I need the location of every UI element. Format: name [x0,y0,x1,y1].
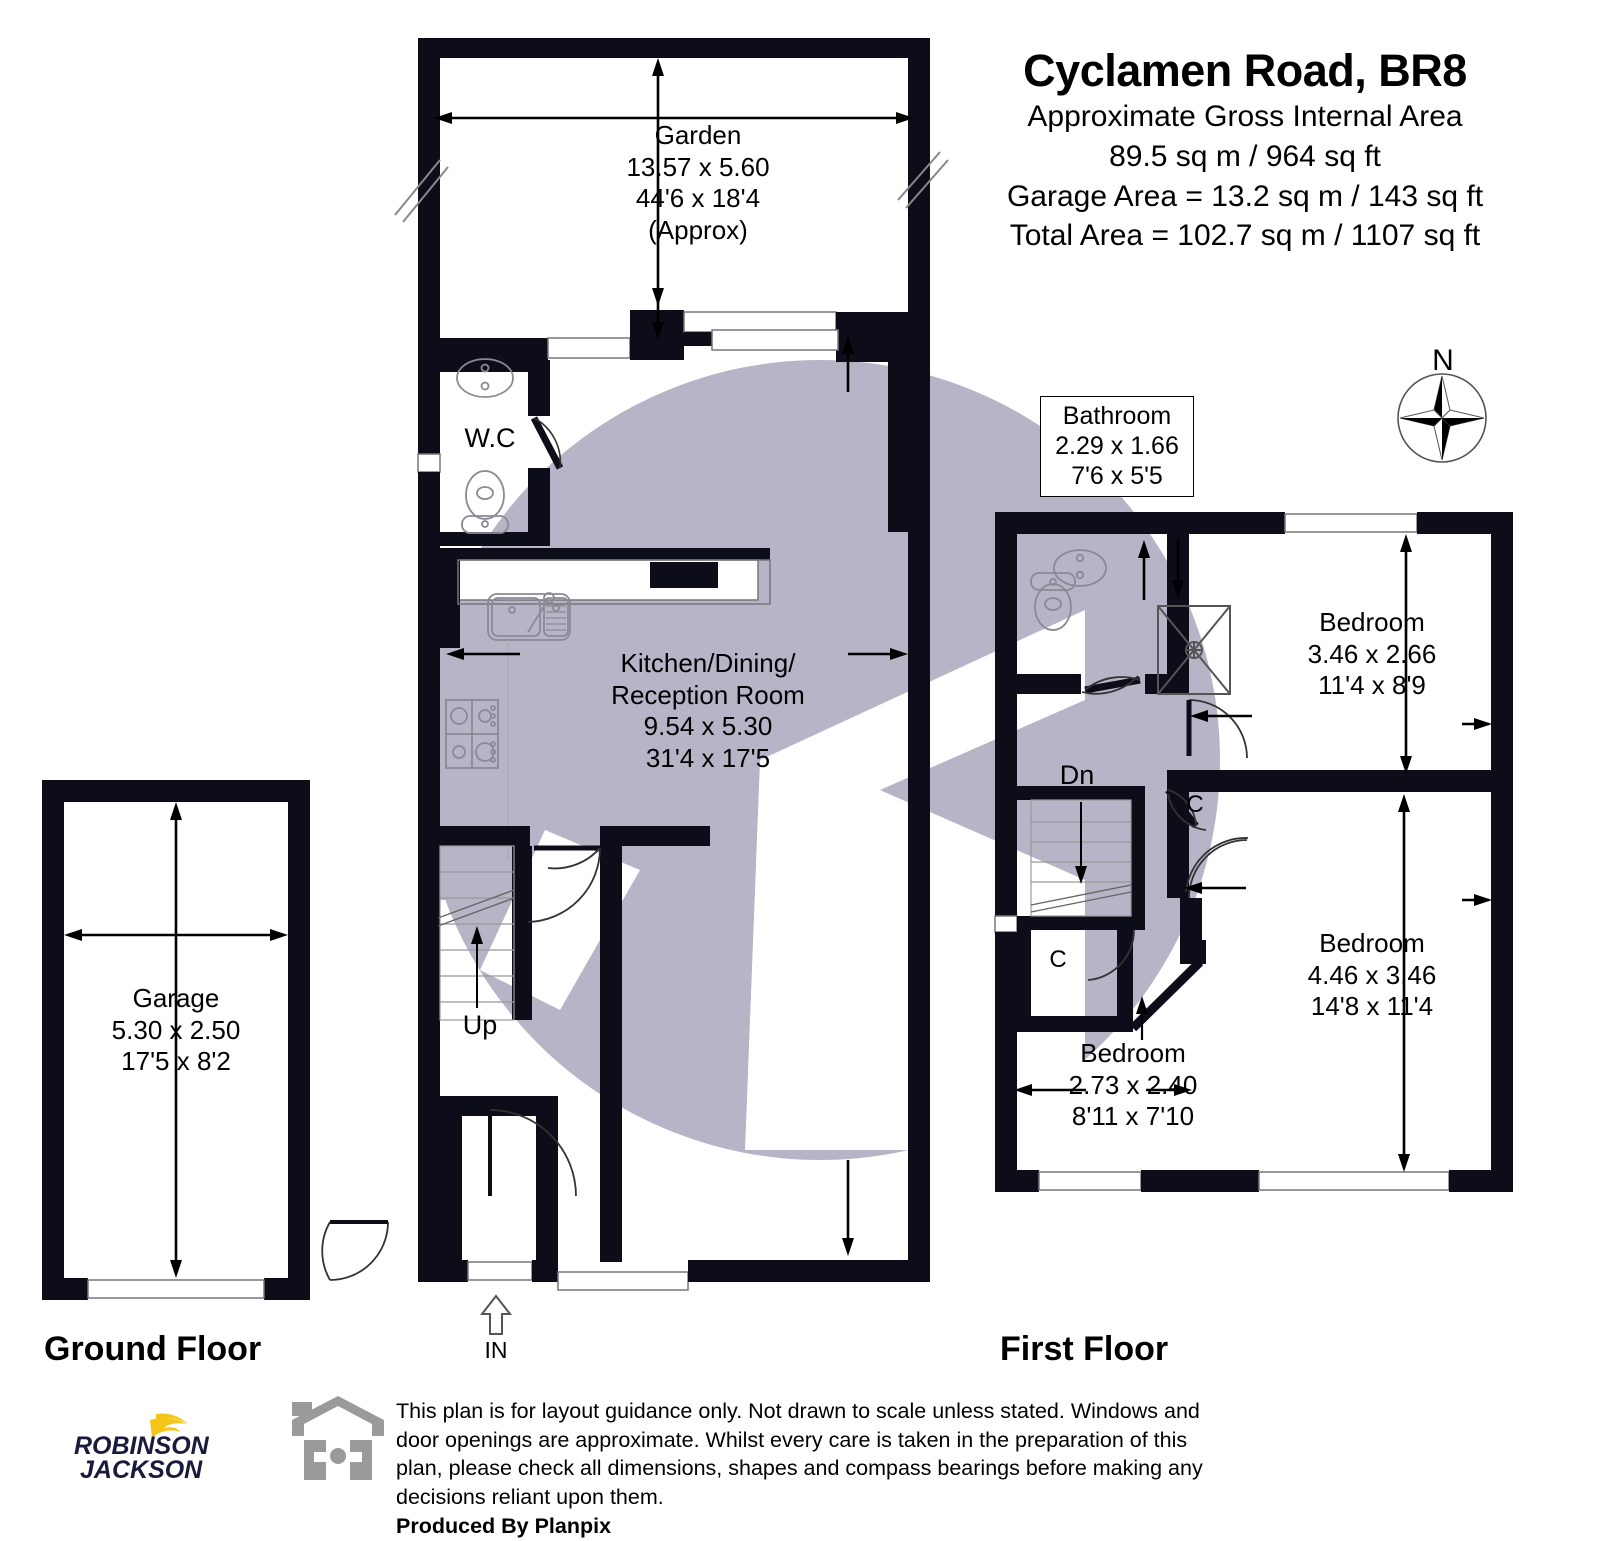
title-block: Cyclamen Road, BR8 Approximate Gross Int… [925,45,1565,256]
wc-room [440,358,564,546]
producer-text: Produced By Planpix [396,1514,612,1539]
first-floor-plan [994,512,1513,1192]
bedroom1-dim-metric: 3.46 x 2.66 [1307,638,1437,669]
compass-north-label: N [1432,344,1454,377]
bedroom3-name: Bedroom [1080,1038,1186,1068]
ground-floor-caption: Ground Floor [44,1330,262,1368]
bathroom-dim-imperial: 7'6 x 5'5 [1071,462,1163,490]
garden-name: Garden [654,120,742,150]
area-line-total: Total Area = 102.7 sq m / 1107 sq ft [1009,219,1481,253]
logo-line-1: ROBINSON [74,1432,210,1460]
swoosh-bird-icon [150,1413,188,1438]
house-outline-icon [292,1396,384,1480]
bathroom-dim-metric: 2.29 x 1.66 [1055,432,1179,460]
garage-name: Garage [132,983,220,1013]
first-floor-stairs [1030,799,1132,917]
cupboard-label-upper: C [1186,791,1204,818]
kitchen-units [440,548,771,860]
bedroom1-name: Bedroom [1319,607,1425,637]
robinson-jackson-logo: ROBINSON JACKSON [74,1413,210,1480]
area-line-gross-value: 89.5 sq m / 964 sq ft [1109,139,1381,173]
entrance-in-label: IN [484,1337,508,1363]
ground-floor-plan [42,38,949,1335]
garage-outline [42,780,310,1300]
stairs-down-label: Dn [1059,760,1095,790]
disclaimer-text: This plan is for layout guidance only. N… [396,1399,1203,1509]
room-label-garden: Garden 13.57 x 5.60 44'6 x 18'4 (Approx) [558,120,838,247]
kitchen-name-line1: Kitchen/Dining/ [620,648,796,678]
bedroom1-dim-imperial: 11'4 x 8'9 [1318,670,1426,701]
ground-stairs-and-partitions [321,826,710,1281]
room-label-bedroom-3: Bedroom 2.73 x 2.40 8'11 x 7'10 [1018,1038,1248,1133]
area-line-gross: Approximate Gross Internal Area [1027,99,1463,133]
bedroom3-dim-imperial: 8'11 x 7'10 [1071,1101,1195,1132]
house-outer-walls-ground [417,312,930,1291]
room-label-garage: Garage 5.30 x 2.50 17'5 x 8'2 [66,983,286,1078]
garden-dim-imperial: 44'6 x 18'4 [635,183,761,214]
compass-rose-icon [1397,373,1487,463]
garden-note: (Approx) [648,215,748,246]
footer-disclaimer: This plan is for layout guidance only. N… [396,1397,1236,1541]
bedroom2-dim-metric: 4.46 x 3.46 [1307,959,1437,990]
area-line-garage: Garage Area = 13.2 sq m / 143 sq ft [1006,179,1484,213]
page-title: Cyclamen Road, BR8 [1023,45,1467,96]
entrance-arrow-icon [479,1294,513,1335]
room-label-kitchen-dining-reception: Kitchen/Dining/ Reception Room 9.54 x 5.… [562,648,854,775]
first-floor-outer-walls [994,512,1513,1192]
garden-dim-metric: 13.57 x 5.60 [626,151,770,182]
house-rear-wall [418,296,888,392]
kitchen-name-line2: Reception Room [611,679,805,710]
garage-dim-metric: 5.30 x 2.50 [111,1014,241,1045]
logo-line-2: JACKSON [80,1456,203,1480]
cupboard-doors [1087,787,1207,981]
kitchen-dim-imperial: 31'4 x 17'5 [645,743,771,774]
bathroom-name: Bathroom [1062,402,1172,430]
wc-label: W.C [464,423,516,453]
stairs-up-label: Up [462,1010,498,1040]
room-label-bedroom-2: Bedroom 4.46 x 3.46 14'8 x 11'4 [1252,928,1492,1023]
garage-dim-imperial: 17'5 x 8'2 [121,1046,231,1077]
room-label-bedroom-1: Bedroom 3.46 x 2.66 11'4 x 8'9 [1252,607,1492,702]
bathroom-fixtures [1030,549,1231,695]
bedroom3-dim-metric: 2.73 x 2.40 [1068,1069,1198,1100]
cupboard-label-lower: C [1049,946,1067,973]
bathroom-callout-box: Bathroom 2.29 x 1.66 7'6 x 5'5 [1040,396,1194,497]
bedroom2-name: Bedroom [1319,928,1425,958]
first-floor-partitions [1017,534,1491,1032]
bedroom2-dim-imperial: 14'8 x 11'4 [1310,991,1434,1022]
kitchen-dim-metric: 9.54 x 5.30 [643,711,773,742]
first-floor-caption: First Floor [1000,1330,1169,1368]
garden-outline [394,38,949,348]
